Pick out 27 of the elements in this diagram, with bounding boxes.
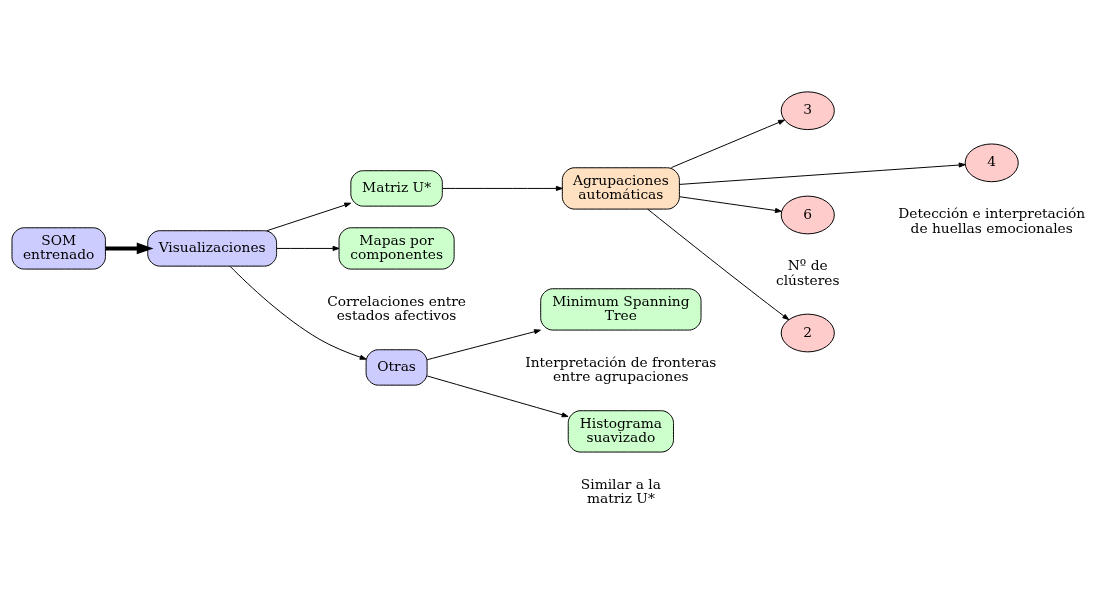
node-box: Mapas por componentes bbox=[338, 227, 455, 270]
label: Nº de clústeres bbox=[776, 257, 840, 289]
arrow bbox=[426, 375, 569, 418]
arrow bbox=[266, 202, 352, 232]
arrow bbox=[426, 329, 541, 361]
node-box: Matriz U* bbox=[350, 170, 443, 207]
label: Detección e interpretación de huellas emocionales bbox=[898, 205, 1086, 236]
arrow bbox=[647, 208, 790, 321]
node-label: Correlaciones entre estados afectivos bbox=[327, 292, 467, 324]
node-label: Interpretación de fronteras entre agrupaciones bbox=[525, 353, 717, 385]
arrow bbox=[229, 265, 367, 360]
node-box: Visualizaciones bbox=[147, 230, 278, 267]
node-box: Otras bbox=[365, 349, 428, 386]
node-label: Similar a la matriz U* bbox=[580, 475, 661, 507]
arrow bbox=[679, 196, 782, 213]
arrow bbox=[442, 185, 563, 191]
node-ellipse: 3 bbox=[780, 91, 835, 131]
node-box: Histograma suavizado bbox=[567, 410, 674, 453]
arrow bbox=[276, 245, 340, 251]
node-ellipse: 4 bbox=[964, 143, 1019, 183]
arrow bbox=[679, 162, 966, 185]
node-box: SOM entrenado bbox=[11, 227, 106, 270]
node-ellipse: 6 bbox=[780, 195, 835, 235]
node-box: Agrupaciones automáticas bbox=[561, 167, 680, 210]
arrow bbox=[105, 242, 154, 255]
arrow bbox=[670, 119, 785, 169]
node-box: Minimum Spanning Tree bbox=[540, 288, 702, 331]
